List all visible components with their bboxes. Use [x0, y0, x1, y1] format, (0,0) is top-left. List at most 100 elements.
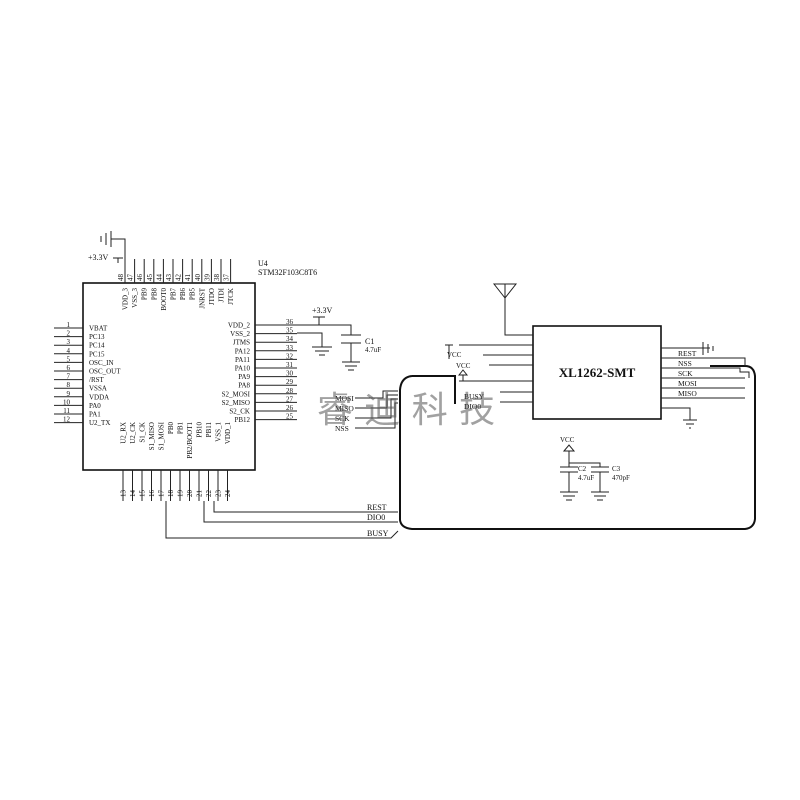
- pin-name: S2_CK: [229, 408, 250, 416]
- module-pin-label: REST: [678, 349, 697, 358]
- pin-number: 42: [175, 274, 183, 282]
- pin-number: 28: [286, 387, 294, 395]
- pin-name: PB7: [170, 288, 178, 301]
- pin-number: 8: [67, 381, 71, 389]
- vcc-module-label-2: VCC: [456, 362, 471, 370]
- c3-value: 470pF: [612, 474, 630, 482]
- pin-name: PB11: [205, 422, 213, 438]
- pin-name: S2_MISO: [222, 399, 250, 407]
- bus-loop: [399, 365, 756, 530]
- pin-number: 9: [67, 390, 71, 398]
- module-body: [532, 325, 662, 420]
- module-pin-label: NSS: [678, 359, 692, 368]
- pin-number: 25: [286, 413, 294, 421]
- pin-name: PA8: [238, 382, 250, 390]
- vcc-arrow-icon: [562, 444, 576, 452]
- pin-name: U2_CK: [129, 422, 137, 444]
- pin-name: U2_RX: [120, 422, 128, 444]
- module-name: XL1262-SMT: [559, 365, 636, 380]
- pin-number: 15: [139, 490, 147, 498]
- pin-number: 27: [286, 395, 294, 403]
- c2-value: 4.7uF: [578, 474, 594, 482]
- module-dio0-label: DIO0: [464, 402, 481, 411]
- net-sck: SCK: [335, 414, 350, 423]
- vcc-arrow-icon: [457, 369, 469, 381]
- watermark: 睿 迪 科 技: [317, 390, 495, 431]
- lora-module: XL1262-SMT VCC VCC BUSY DIO0 RESTNSSSCKM…: [445, 283, 750, 429]
- net-dio0: DIO0: [367, 513, 385, 522]
- pin-name: S1_MISO: [148, 422, 156, 450]
- mcu-right-power: +3.3V C1 4.7uF: [297, 306, 381, 371]
- pin-number: 30: [286, 370, 294, 378]
- pin-name: PC14: [89, 342, 105, 350]
- vcc-caps-label: VCC: [560, 436, 575, 444]
- pin-name: PC13: [89, 333, 105, 341]
- pin-name: PB12: [234, 416, 250, 424]
- pin-number: 36: [286, 318, 294, 326]
- pin-name: PA9: [238, 373, 250, 381]
- capacitor-c3: [591, 466, 609, 473]
- pin-name: VSS_1: [215, 422, 223, 442]
- module-busy-label: BUSY: [464, 392, 485, 401]
- pin-name: VDDA: [89, 393, 109, 401]
- pin-name: PA12: [235, 347, 251, 355]
- ground-icon: [342, 361, 360, 371]
- pin-name: JNRST: [198, 287, 206, 308]
- module-pin-label: MOSI: [678, 379, 697, 388]
- pin-number: 4: [67, 347, 71, 355]
- c2-ref: C2: [578, 465, 587, 473]
- ground-icon: [591, 491, 609, 501]
- module-pin-label: MISO: [678, 389, 697, 398]
- pin-number: 11: [63, 407, 70, 415]
- mcu-ref: U4: [258, 259, 268, 268]
- mcu-bottom-pins: 13U2_RX14U2_CK15S1_CK16S1_MISO17S1_MOSI1…: [120, 421, 232, 501]
- pin-number: 6: [67, 364, 71, 372]
- net-mosi: MOSI: [335, 394, 354, 403]
- pin-number: 14: [129, 490, 137, 498]
- pin-name: PA10: [235, 365, 251, 373]
- ground-icon: [312, 346, 332, 356]
- net-nss: NSS: [335, 424, 349, 433]
- pin-number: 39: [203, 274, 211, 282]
- net-miso: MISO: [335, 404, 354, 413]
- pin-name: JTCK: [227, 288, 235, 305]
- pin-name: VSS_2: [230, 330, 250, 338]
- pin-name: PB1: [177, 422, 185, 435]
- pin-name: VBAT: [89, 325, 108, 333]
- pin-name: PA11: [235, 356, 251, 364]
- pin-name: PB9: [141, 288, 149, 301]
- pin-name: VDD_3: [122, 288, 130, 311]
- pin-number: 26: [286, 404, 294, 412]
- module-pin-label: SCK: [678, 369, 693, 378]
- pin-number: 41: [184, 274, 192, 282]
- pin-number: 43: [165, 274, 173, 282]
- module-decoupling: VCC C2 4.7uF C3 470pF: [560, 436, 630, 501]
- pin-name: VDD_2: [228, 322, 251, 330]
- pin-name: PA0: [89, 402, 101, 410]
- ground-icon: [100, 231, 112, 247]
- mcu-spi-nets: MOSI MISO SCK NSS: [335, 390, 398, 433]
- pin-name: PC15: [89, 350, 105, 358]
- pin-name: S2_MOSI: [222, 390, 251, 398]
- pin-number: 5: [67, 355, 71, 363]
- pin-number: 16: [148, 490, 156, 498]
- pin-number: 37: [223, 274, 231, 282]
- pin-number: 7: [67, 373, 71, 381]
- pin-number: 33: [286, 344, 294, 352]
- mcu-part: STM32F103C8T6: [258, 268, 317, 277]
- pin-number: 19: [177, 490, 185, 498]
- pin-name: PB8: [150, 288, 158, 301]
- pin-name: JTMS: [233, 339, 250, 347]
- pin-name: S1_MOSI: [158, 421, 166, 450]
- pin-name: OSC_IN: [89, 359, 114, 367]
- pin-number: 23: [215, 490, 223, 498]
- pin-name: OSC_OUT: [89, 368, 121, 376]
- pin-name: JTDO: [208, 288, 216, 305]
- pin-number: 20: [186, 490, 194, 498]
- pin-number: 17: [158, 490, 166, 498]
- pin-number: 12: [63, 416, 71, 424]
- vcc-module-label: VCC: [447, 351, 462, 359]
- pin-number: 45: [146, 274, 154, 282]
- pin-number: 32: [286, 352, 294, 360]
